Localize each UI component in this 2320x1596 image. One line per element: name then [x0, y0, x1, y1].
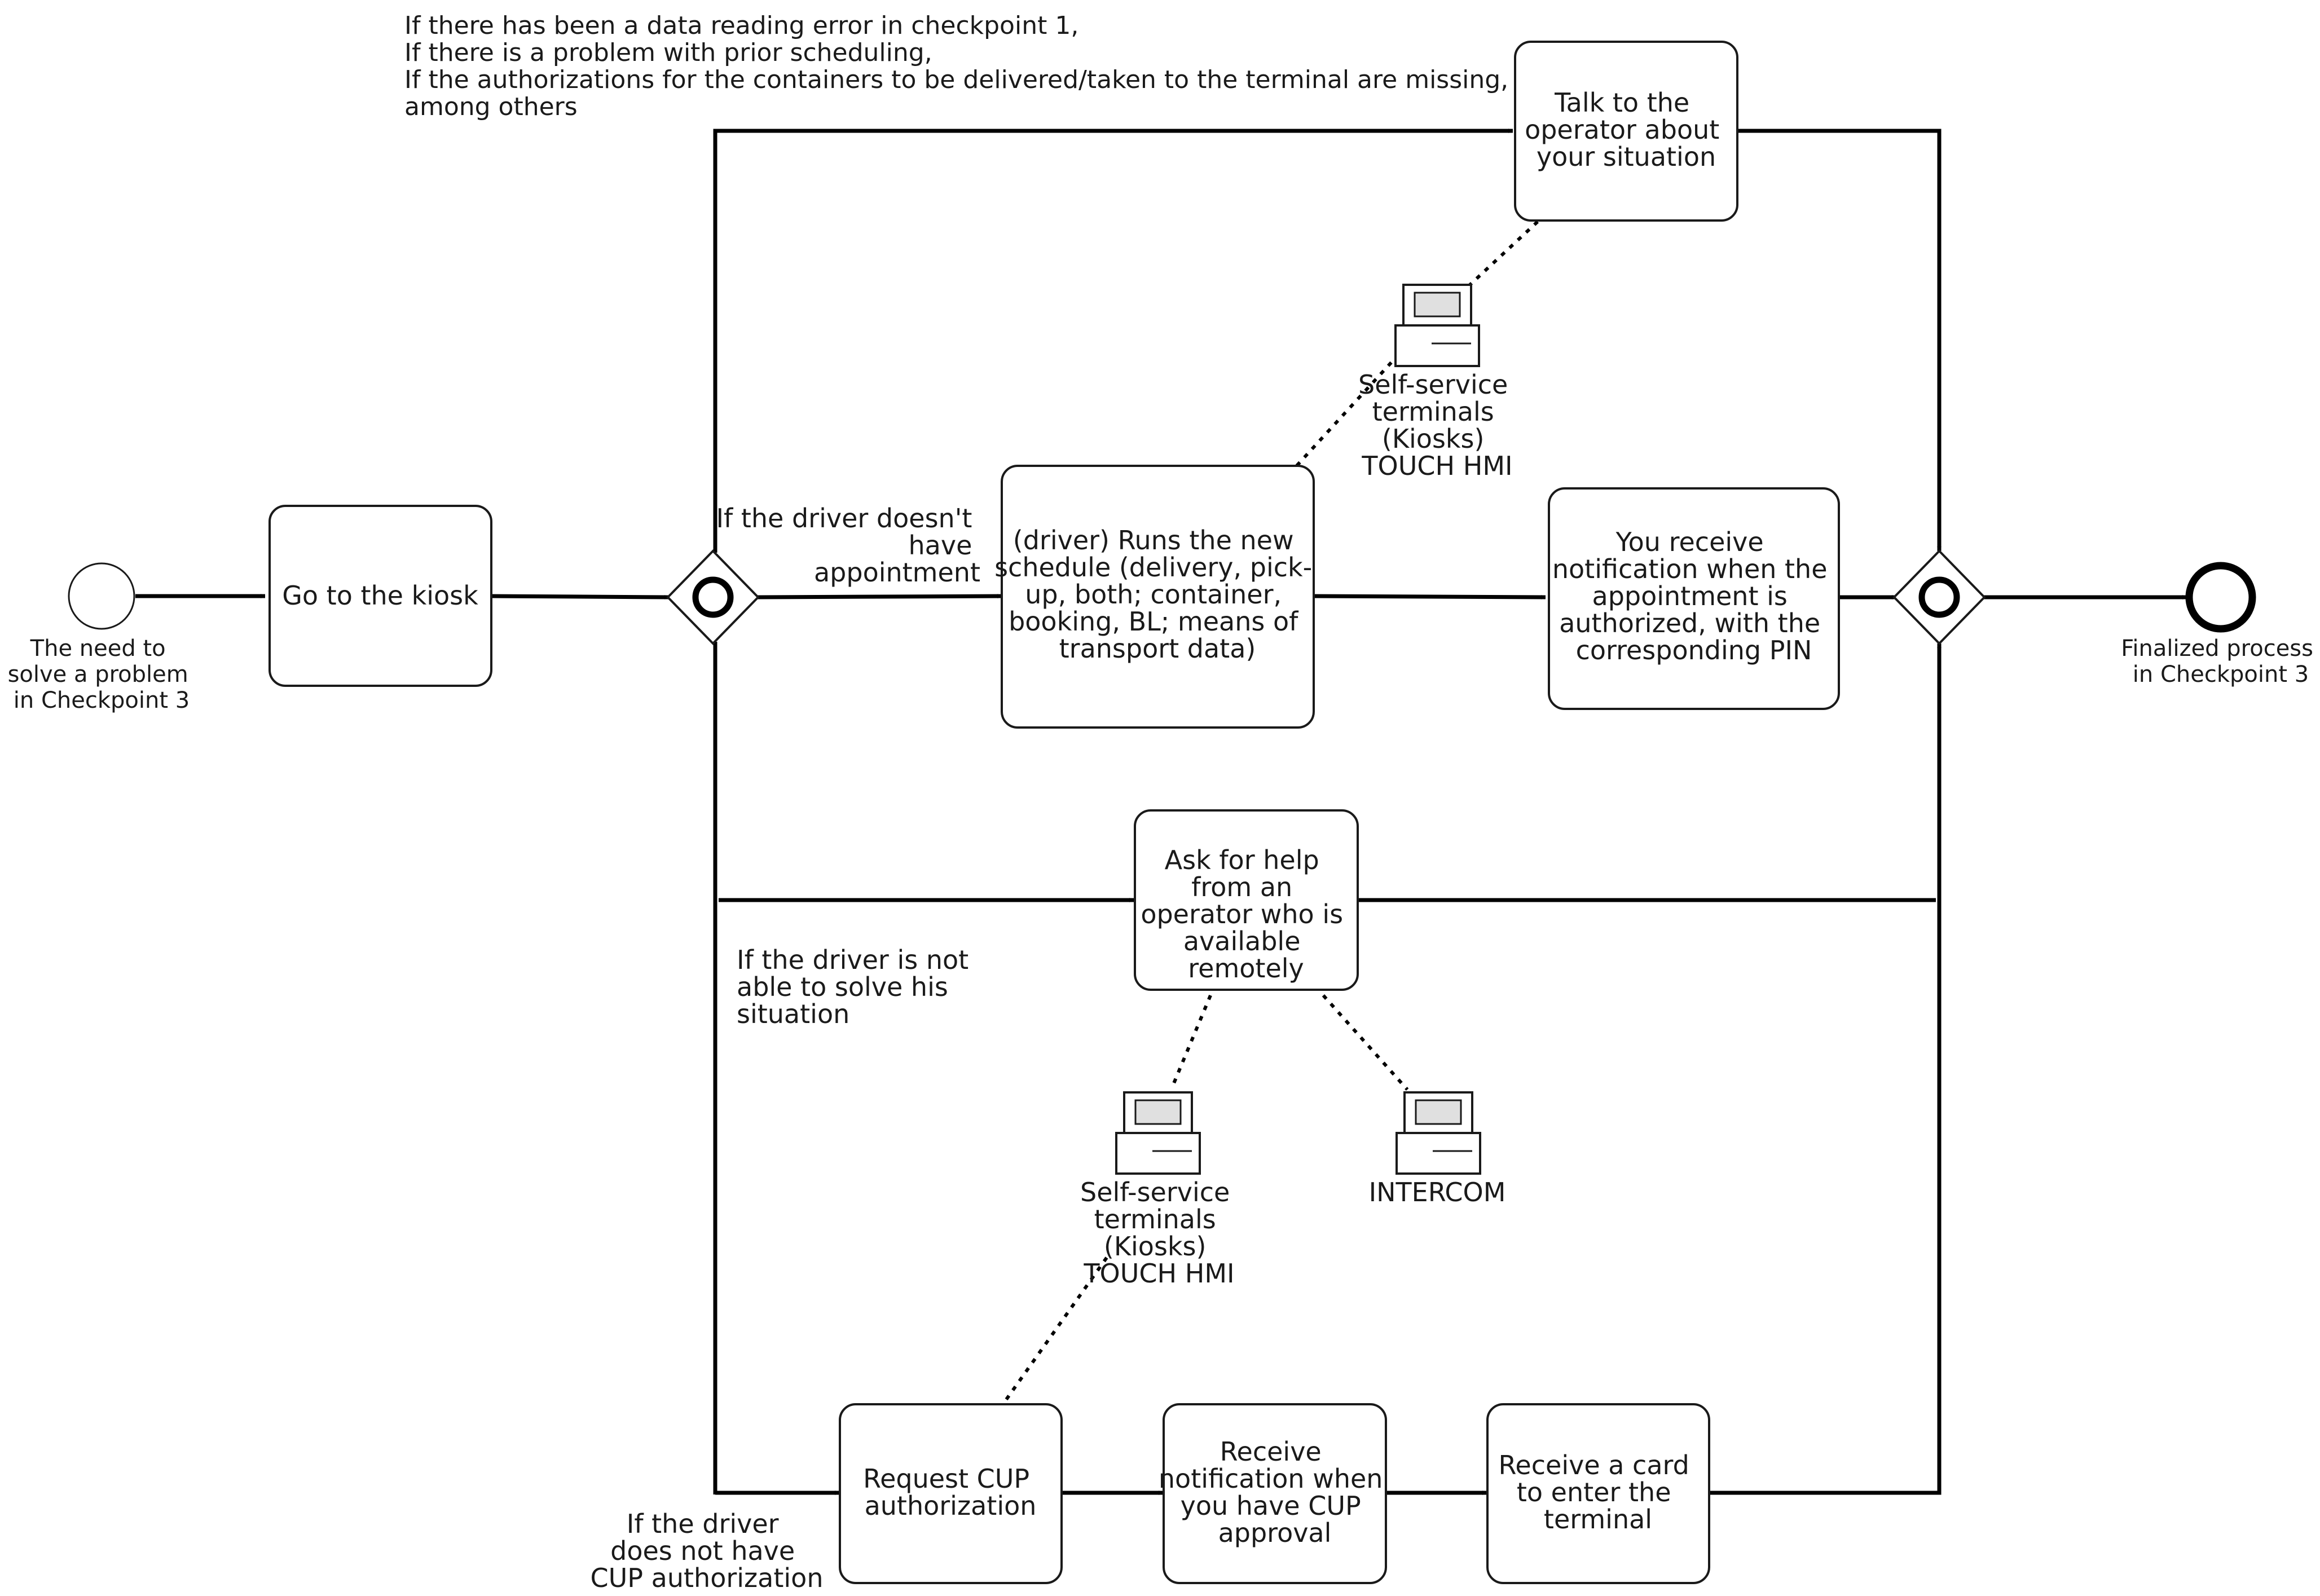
flow-card-to-join: [1709, 643, 1942, 1495]
start-event[interactable]: [68, 562, 135, 630]
end-event-label: Finalized process in Checkpoint 3: [2121, 636, 2320, 687]
task-receive-card[interactable]: Receive a card to enter the terminal: [1486, 1403, 1710, 1584]
condition-not-able-to-solve: If the driver is not able to solve his s…: [737, 945, 977, 1029]
annotation-line-2: If there is a problem with prior schedul…: [404, 38, 932, 67]
task-request-cup[interactable]: Request CUP authorization: [839, 1403, 1063, 1584]
task-receive-cup-notification[interactable]: Receive notification when you have CUP a…: [1159, 1403, 1391, 1584]
end-label-2: in Checkpoint 3: [2133, 662, 2309, 687]
computer-icon: [1115, 1091, 1201, 1175]
association-askhelp-kiosk: [1170, 994, 1212, 1088]
flow-split-to-talk: [713, 129, 1513, 553]
task-ask-for-help[interactable]: Ask for help from an operator who is ava…: [1134, 809, 1359, 991]
task-go-to-kiosk-label: Go to the kiosk: [282, 580, 478, 611]
task-receive-card-label: Receive a card to enter the terminal: [1499, 1450, 1698, 1535]
task-ask-for-help-label: Ask for help from an operator who is ava…: [1141, 845, 1351, 984]
intercom-icon: [1395, 1091, 1481, 1175]
annotation-line-3: If the authorizations for the containers…: [404, 65, 1508, 94]
condition-no-appointment: If the driver doesn't have appointment: [716, 503, 980, 588]
annotation-line-4: among others: [404, 92, 578, 121]
flow-kiosk-to-split: [491, 594, 670, 599]
annotation-line-1: If there has been a data reading error i…: [404, 11, 1078, 40]
task-runs-new-schedule[interactable]: (driver) Runs the new schedule (delivery…: [994, 465, 1320, 729]
task-receive-notification-pin[interactable]: You receive notification when the appoin…: [1548, 487, 1840, 710]
gateway-split[interactable]: [666, 549, 760, 645]
gateway-join[interactable]: [1892, 549, 1986, 645]
resource-kiosk-bottom-label: Self-service terminals (Kiosks) TOUCH HM…: [1080, 1177, 1238, 1289]
task-talk-operator-label: Talk to the operator about your situatio…: [1525, 87, 1728, 172]
association-talk-kiosk: [1460, 220, 1539, 294]
task-receive-notification-pin-label: You receive notification when the appoin…: [1552, 527, 1835, 665]
task-request-cup-label: Request CUP authorization: [863, 1463, 1038, 1521]
flow-split-to-schedule: [756, 594, 1002, 599]
task-receive-cup-notification-label: Receive notification when you have CUP a…: [1159, 1436, 1391, 1548]
flow-talk-to-join: [1736, 129, 1942, 552]
association-askhelp-intercom: [1322, 994, 1409, 1091]
start-label-1: The need to: [30, 636, 166, 662]
task-go-to-kiosk[interactable]: Go to the kiosk: [268, 505, 492, 687]
annotation-top: If there has been a data reading error i…: [404, 11, 1516, 121]
task-talk-operator[interactable]: Talk to the operator about your situatio…: [1514, 41, 1738, 222]
start-event-label: The need to solve a problem in Checkpoin…: [8, 636, 196, 713]
computer-icon: [1394, 284, 1480, 367]
resource-intercom-label: INTERCOM: [1369, 1177, 1506, 1207]
end-event[interactable]: [2185, 562, 2256, 633]
association-kiosk-schedule: [1293, 352, 1401, 470]
start-label-2: solve a problem: [8, 662, 188, 687]
end-label-1: Finalized process: [2121, 636, 2313, 662]
start-label-3: in Checkpoint 3: [14, 687, 190, 713]
condition-no-cup: If the driver does not have CUP authoriz…: [591, 1509, 824, 1593]
resource-kiosk-top-label: Self-service terminals (Kiosks) TOUCH HM…: [1358, 369, 1516, 481]
association-kiosk-requestcup: [1001, 1256, 1108, 1405]
flow-schedule-to-notify: [1312, 594, 1546, 599]
task-runs-new-schedule-label: (driver) Runs the new schedule (delivery…: [994, 525, 1320, 664]
